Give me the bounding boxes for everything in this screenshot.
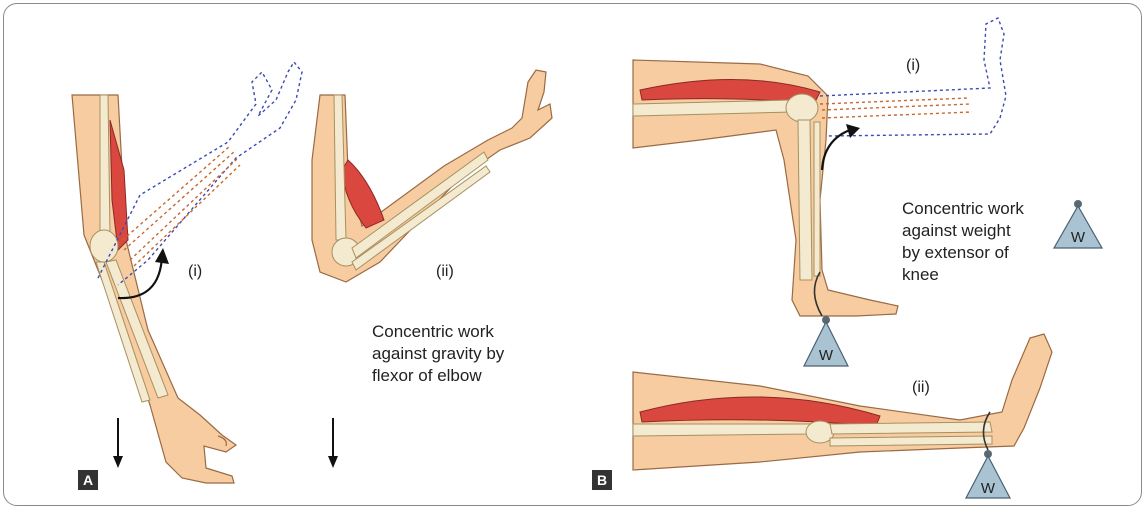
- arm-position-i: [72, 95, 236, 483]
- leg-position-i-extended-outline: [820, 18, 1006, 136]
- label-a-ii: (ii): [436, 263, 454, 280]
- caption-b-line-4: knee: [902, 265, 939, 284]
- caption-a-line-3: flexor of elbow: [372, 366, 482, 385]
- caption-a-line-1: Concentric work: [372, 322, 494, 341]
- panel-label-a-text: A: [83, 472, 93, 488]
- caption-b-line-3: by extensor of: [902, 243, 1009, 262]
- panel-a: (i) (ii) Concentric work against gravity…: [72, 62, 552, 490]
- arm-position-ii: [312, 70, 552, 282]
- caption-b-line-2: against weight: [902, 221, 1011, 240]
- weight-ankle-i-label: W: [819, 347, 834, 364]
- leg-position-i: [633, 60, 898, 316]
- label-a-i: (i): [188, 263, 202, 280]
- gravity-arrow-left: [113, 418, 123, 468]
- panel-label-a: A: [78, 470, 98, 490]
- panel-label-b: B: [592, 470, 612, 490]
- weight-reference: W: [1054, 200, 1102, 248]
- label-b-ii: (ii): [912, 379, 930, 396]
- caption-b-line-1: Concentric work: [902, 199, 1024, 218]
- weight-ankle-ii-label: W: [981, 480, 996, 497]
- weight-reference-label: W: [1071, 229, 1086, 246]
- caption-a-line-2: against gravity by: [372, 344, 505, 363]
- gravity-arrow-right: [328, 418, 338, 468]
- label-b-i: (i): [906, 57, 920, 74]
- panel-b: W Concentric work against weight by exte…: [592, 18, 1102, 498]
- panel-label-b-text: B: [597, 472, 607, 488]
